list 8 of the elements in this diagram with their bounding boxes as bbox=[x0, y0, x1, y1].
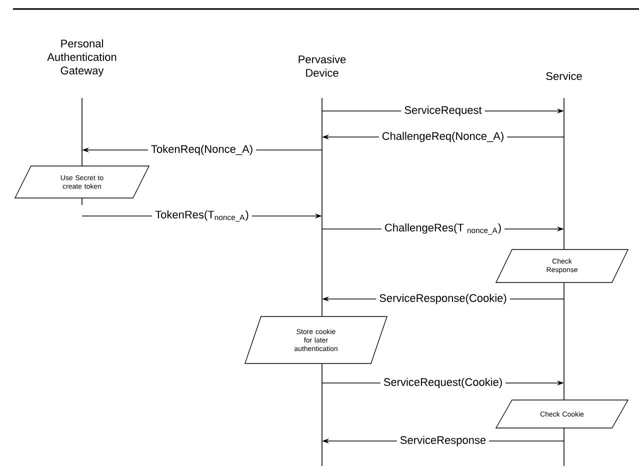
message-label: TokenReq(Nonce_A) bbox=[148, 144, 256, 156]
message-label: ChallengeReq(Nonce_A) bbox=[378, 130, 508, 144]
message-label: ServiceResponse(Cookie) bbox=[376, 292, 510, 306]
message-label: ServiceRequest(Cookie) bbox=[380, 376, 506, 390]
message-label: ServiceResponse bbox=[396, 434, 490, 448]
message-label: TokenRes(T$_{nonce_A}$) bbox=[152, 209, 252, 223]
message-label: ChallengeRes(T $_{nonce_A}$) bbox=[381, 222, 505, 236]
message-label: ServiceRequest bbox=[401, 104, 485, 118]
